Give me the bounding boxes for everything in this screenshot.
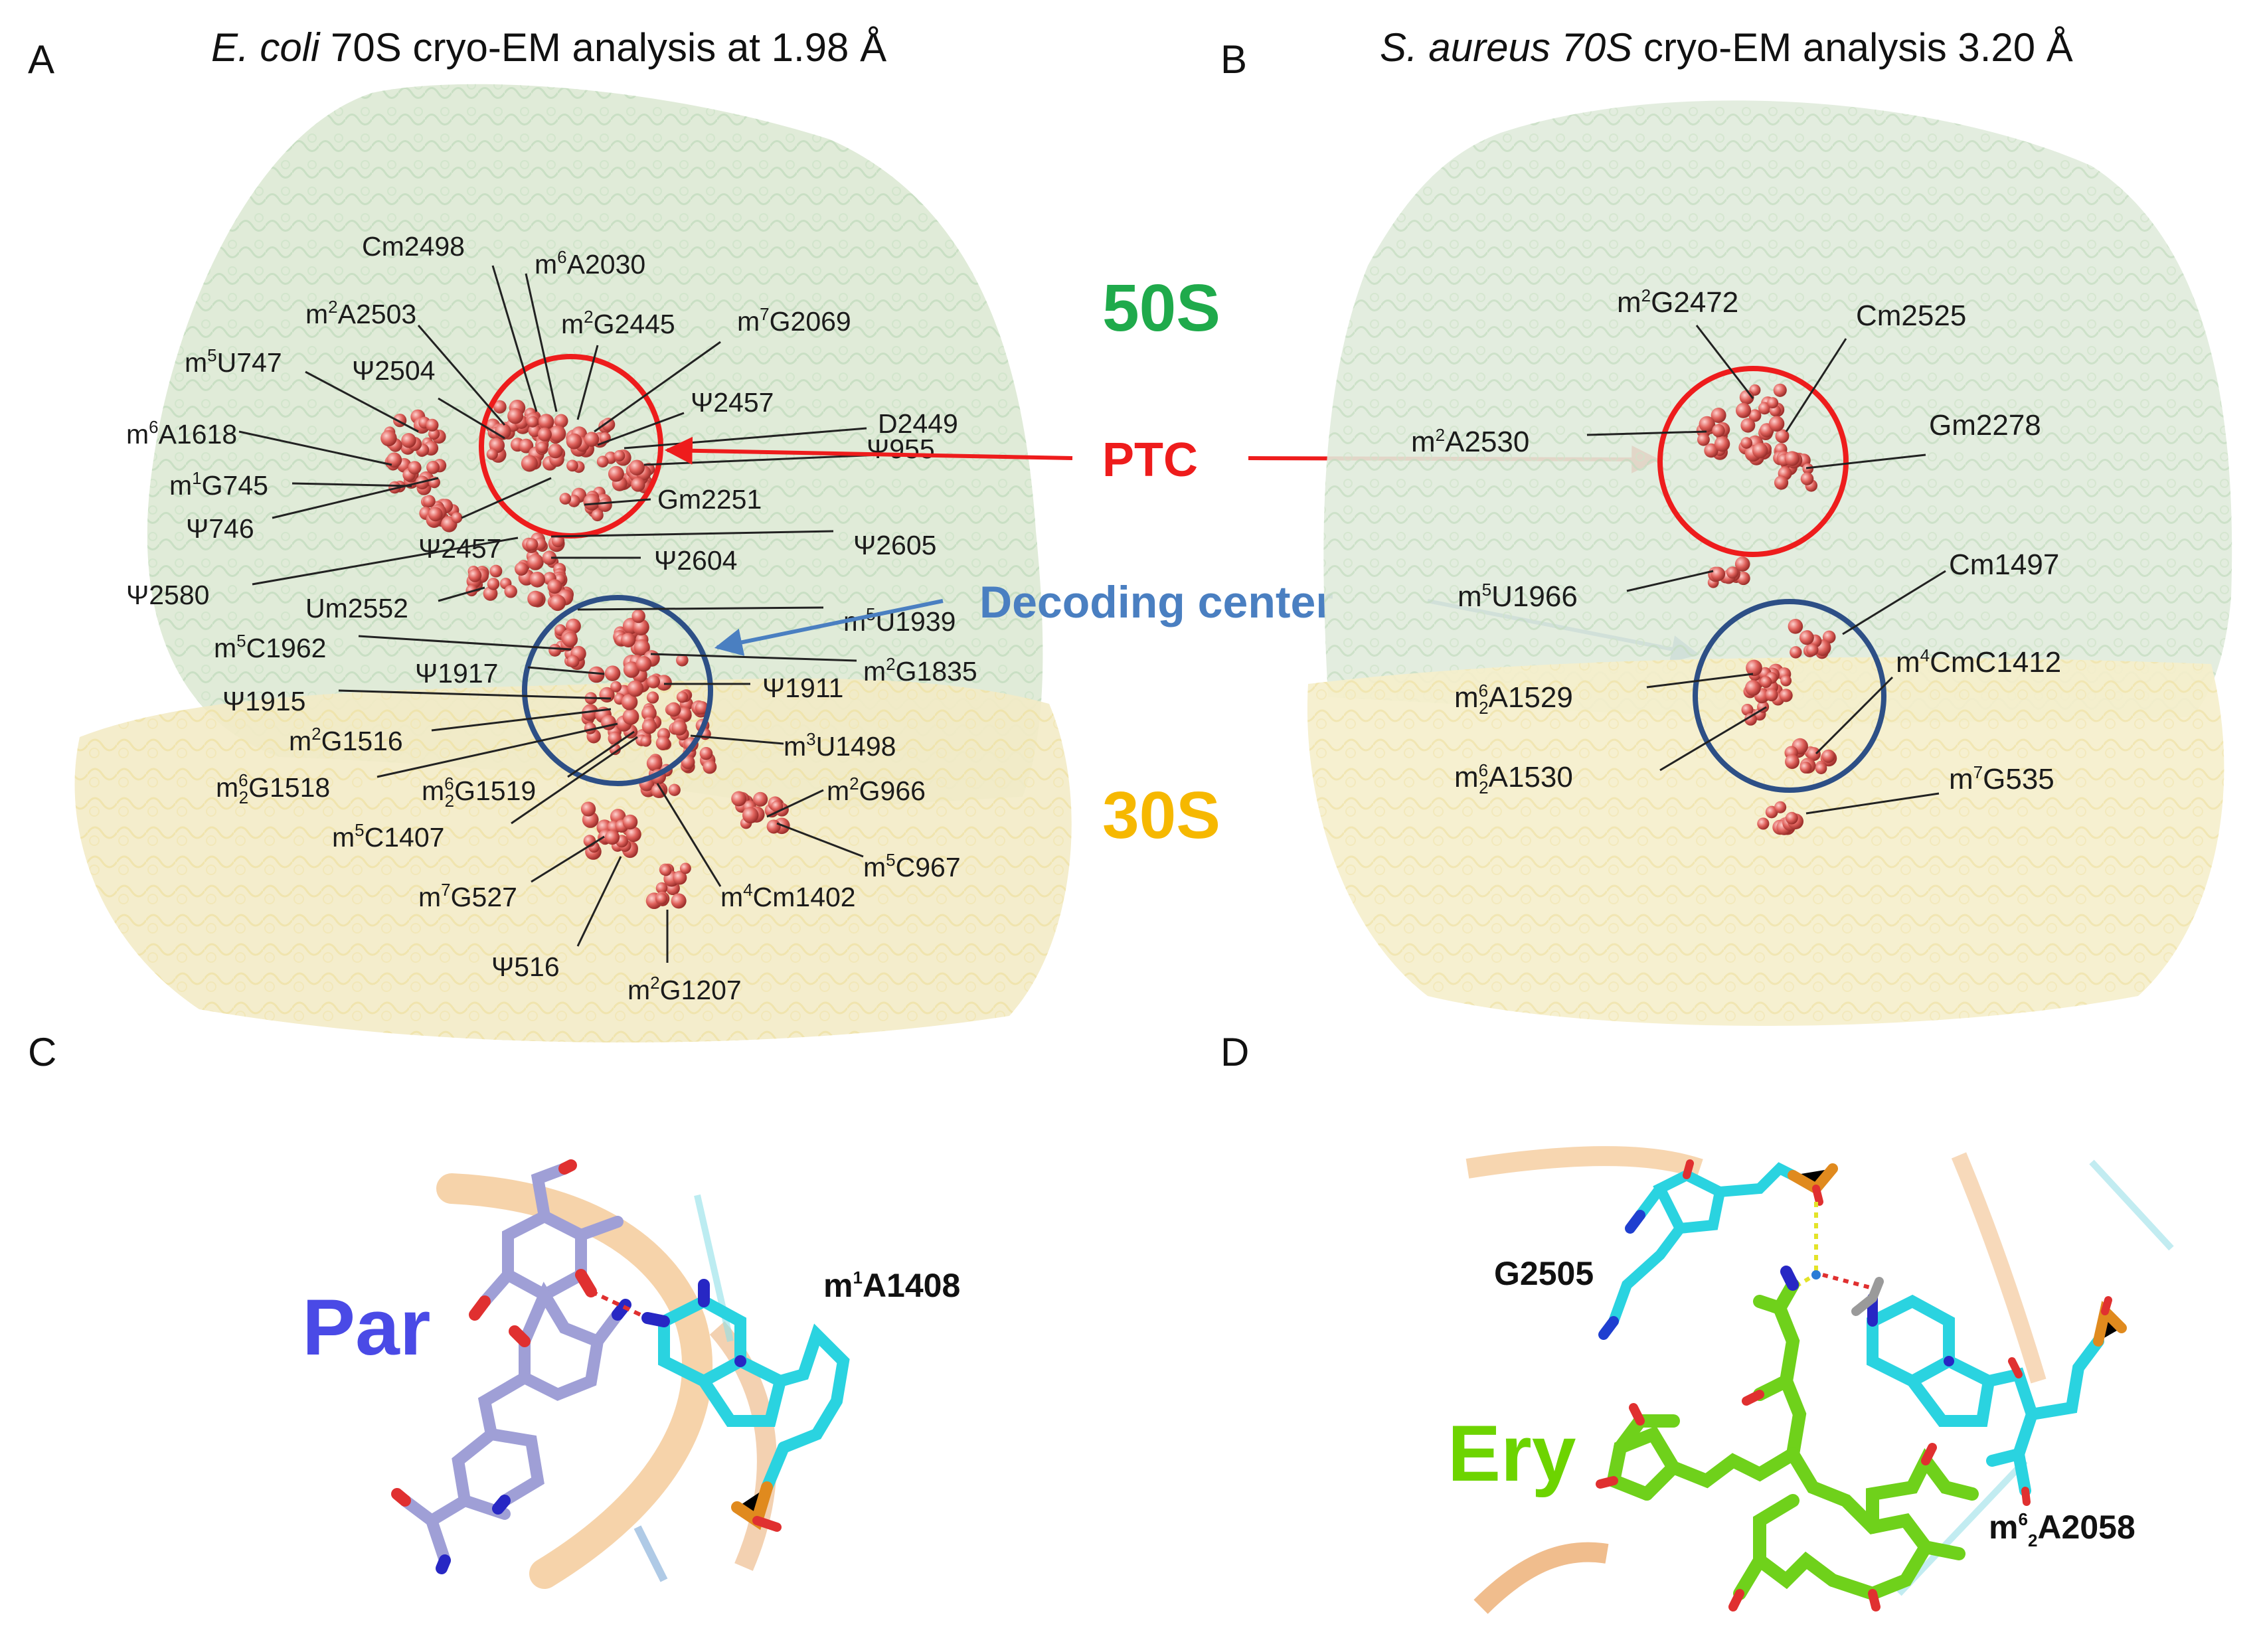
ecoli-label-12: Gm2251 — [657, 484, 762, 515]
panel-c: C — [28, 1030, 960, 1589]
panel-d-letter: D — [1220, 1030, 1249, 1074]
ecoli-label-25: m2G1516 — [289, 724, 403, 756]
saureus-label-2: m2A2530 — [1411, 425, 1529, 458]
saureus-nucleotide-cluster-3 — [1707, 556, 1750, 588]
ecoli-label-0: Cm2498 — [362, 231, 465, 262]
ecoli-nucleotide-labels: Cm2498 m6A2030 m2A2503 m2G2445 m7G2069 m5U747… — [126, 231, 977, 1005]
ecoli-label-9: D2449 — [878, 408, 958, 439]
saureus-nucleotide-cluster-0 — [1696, 408, 1730, 460]
ecoli-label-2: m2A2503 — [305, 297, 416, 329]
paromomycin-binding-structure — [391, 1159, 850, 1589]
ecoli-label-35: m2G1207 — [627, 973, 742, 1005]
ecoli-label-24: Ψ1911 — [762, 673, 843, 703]
ecoli-label-1: m6A2030 — [535, 247, 645, 280]
m1a1408-label: m1A1408 — [823, 1267, 960, 1304]
ecoli-decoding-circle — [522, 595, 713, 786]
panel-b-title: S. aureus 70S cryo-EM analysis 3.20 Å — [1380, 25, 2073, 70]
erythromycin-binding-structure — [1465, 1146, 2175, 1637]
saureus-ptc-circle — [1657, 366, 1849, 557]
label-50s: 50S — [1102, 271, 1220, 345]
saureus-nucleotide-cluster-7 — [1757, 801, 1804, 835]
ecoli-label-20: m5C1962 — [214, 631, 326, 663]
ecoli-nucleotide-cluster-5 — [559, 486, 612, 522]
ecoli-nucleotide-cluster-7 — [465, 564, 517, 601]
ecoli-label-11: m1G745 — [169, 468, 268, 501]
panel-c-letter: C — [28, 1030, 56, 1074]
saureus-nucleotide-cluster-4 — [1788, 619, 1836, 659]
ecoli-nucleotide-cluster-1 — [419, 495, 463, 533]
ecoli-label-33: m4Cm1402 — [720, 880, 856, 912]
panel-b: B S. aureus 70S cryo-EM analysis 3.20 Å … — [1220, 25, 2232, 1026]
saureus-modified-nucleotides — [1696, 383, 1837, 835]
panel-a-title: E. coli 70S cryo-EM analysis at 1.98 Å — [211, 25, 886, 70]
ecoli-nucleotide-cluster-11 — [581, 650, 693, 756]
ecoli-label-29: m2G966 — [827, 774, 926, 806]
saureus-nucleotide-cluster-5 — [1741, 659, 1793, 726]
saureus-nucleotide-cluster-2 — [1774, 451, 1818, 492]
saureus-nucleotide-cluster-6 — [1784, 738, 1837, 774]
ptc-label: PTC — [1102, 434, 1198, 487]
ecoli-label-26: m3U1498 — [784, 729, 896, 762]
ecoli-ribosome-structure — [74, 84, 1072, 1042]
ecoli-label-17: Ψ2580 — [126, 580, 209, 610]
decoding-arrow-left — [714, 599, 944, 656]
ecoli-nucleotide-cluster-6 — [515, 532, 566, 586]
ecoli-label-14: Ψ2457 — [418, 533, 501, 564]
ecoli-nucleotide-cluster-10 — [613, 609, 650, 656]
saureus-label-6: m4CmC1412 — [1896, 645, 2061, 679]
panel-a-letter: A — [28, 37, 54, 82]
saureus-decoding-circle — [1693, 599, 1886, 793]
panel-d: D — [1220, 1030, 2175, 1637]
ecoli-label-30: m5C1407 — [332, 820, 444, 853]
ecoli-label-22: Ψ1917 — [415, 658, 498, 689]
ecoli-label-6: Ψ2504 — [352, 355, 435, 386]
ptc-arrow-left — [664, 436, 1073, 465]
ecoli-label-3: m2G2445 — [561, 307, 675, 339]
ecoli-label-23: Ψ1915 — [222, 686, 305, 716]
ecoli-label-10: Ψ955 — [867, 434, 935, 464]
erythromycin-label: Ery — [1448, 1409, 1576, 1498]
ecoli-nucleotide-cluster-9 — [548, 618, 586, 671]
ecoli-label-16: Ψ2605 — [853, 530, 936, 560]
saureus-label-5: m5U1966 — [1458, 580, 1578, 613]
ecoli-nucleotide-cluster-0 — [380, 409, 447, 495]
panel-a: A E. coli 70S cryo-EM analysis at 1.98 Å… — [28, 25, 1700, 1042]
saureus-ribosome-structure — [1307, 100, 2232, 1026]
saureus-label-4: Cm1497 — [1949, 548, 2059, 581]
m62a2058-label: m62A2058 — [1989, 1509, 2135, 1550]
ecoli-label-8: m6A1618 — [126, 417, 237, 450]
g2505-label: G2505 — [1494, 1255, 1594, 1292]
saureus-label-3: Gm2278 — [1929, 409, 2041, 442]
ecoli-label-32: m7G527 — [418, 880, 517, 912]
ecoli-label-18: Um2552 — [305, 593, 408, 623]
ecoli-label-15: Ψ2604 — [654, 545, 737, 576]
ecoli-label-21: m2G1835 — [863, 654, 977, 687]
ecoli-label-34: Ψ516 — [491, 951, 560, 982]
ecoli-label-5: m5U747 — [185, 345, 282, 378]
ecoli-label-31: m5C967 — [863, 850, 961, 882]
ecoli-nucleotide-cluster-15 — [580, 801, 641, 860]
ecoli-nucleotide-cluster-16 — [645, 863, 691, 910]
ecoli-label-13: Ψ746 — [186, 513, 254, 544]
ecoli-nucleotide-cluster-4 — [608, 459, 655, 493]
saureus-label-9: m7G535 — [1949, 762, 2054, 795]
saureus-label-0: m2G2472 — [1617, 286, 1738, 319]
ecoli-label-4: m7G2069 — [737, 304, 851, 337]
ecoli-nucleotide-cluster-3 — [521, 412, 631, 473]
panel-b-letter: B — [1220, 37, 1247, 82]
paromomycin-label: Par — [302, 1283, 430, 1372]
saureus-leader-lines — [1586, 325, 1946, 815]
label-30s: 30S — [1102, 778, 1220, 853]
saureus-label-1: Cm2525 — [1856, 299, 1966, 332]
decoding-center-label: Decoding center — [979, 577, 1333, 627]
ecoli-label-7: Ψ2457 — [691, 387, 774, 418]
ecoli-nucleotide-cluster-8 — [527, 571, 574, 612]
ecoli-modified-nucleotides — [380, 399, 790, 910]
